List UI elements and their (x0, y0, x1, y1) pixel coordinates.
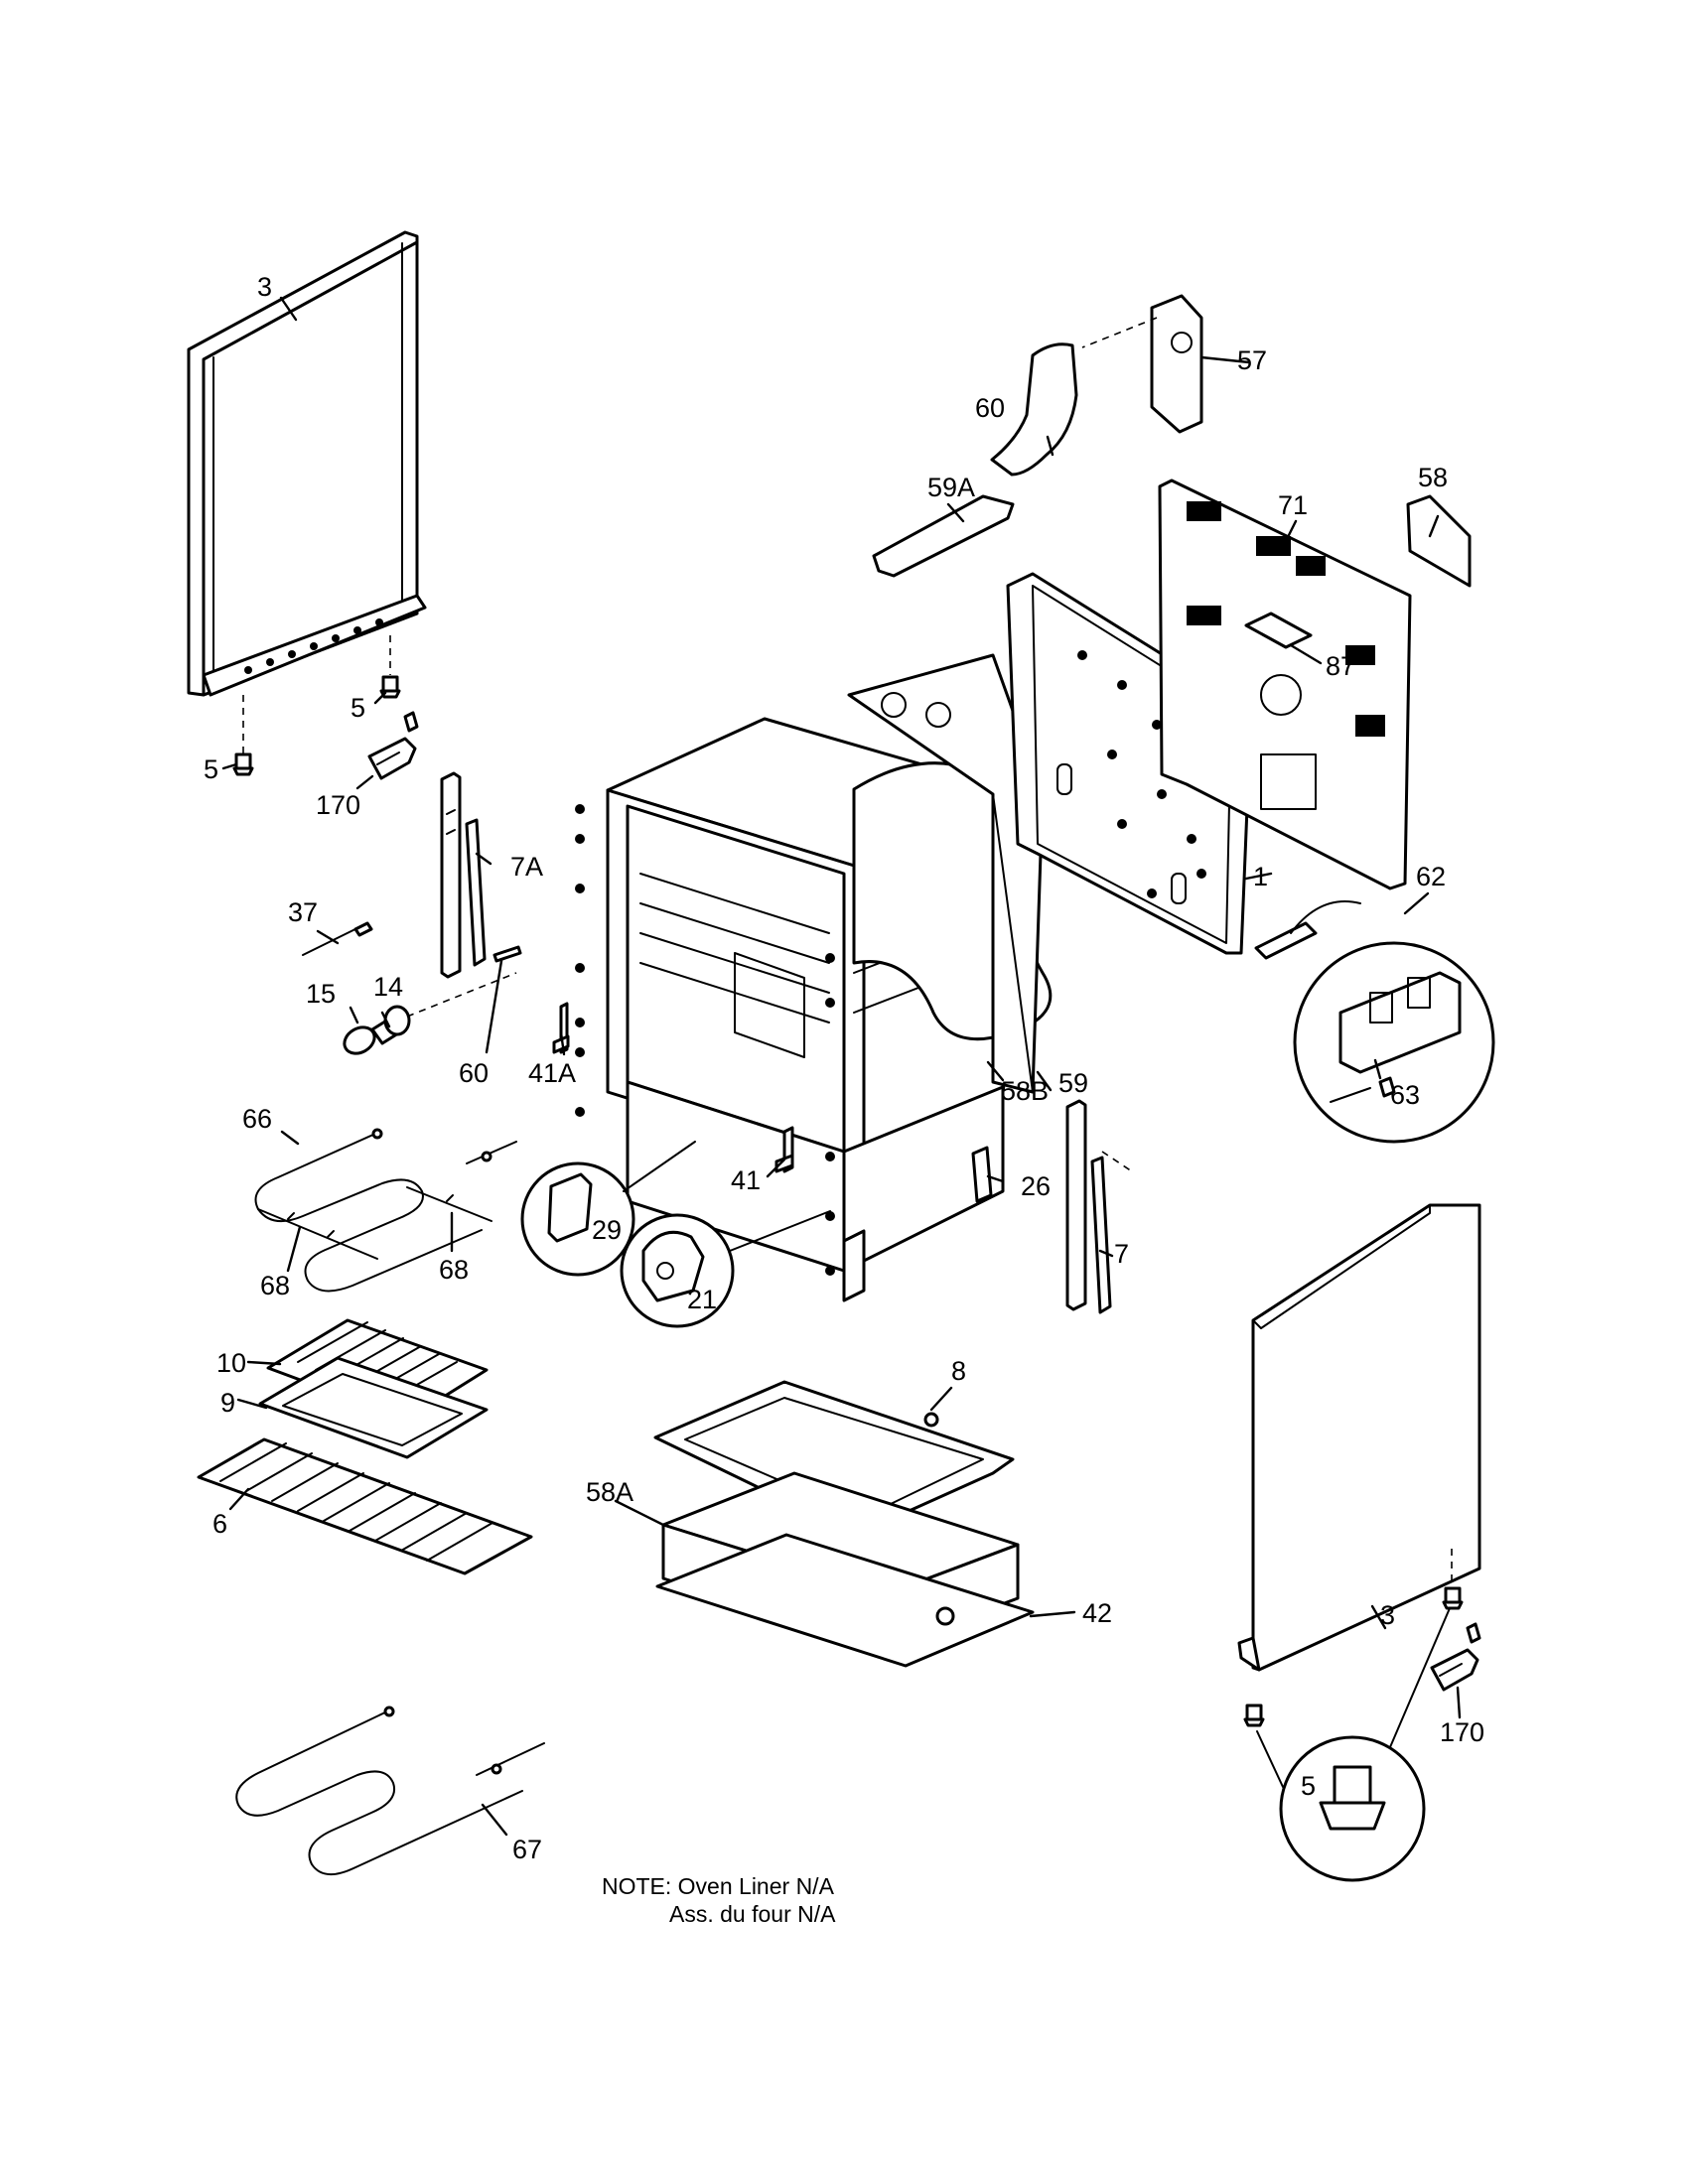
label-8[interactable]: 8 (951, 1356, 966, 1386)
broil-element (254, 1128, 517, 1293)
note: NOTE: Oven Liner N/A Ass. du four N/A (602, 1873, 836, 1927)
leader-lines (221, 296, 1462, 1837)
oven-rack (197, 1437, 533, 1575)
bottom-panel (655, 1533, 1035, 1668)
label-58[interactable]: 58A (586, 1477, 633, 1507)
label-5-callout[interactable]: 5 (1301, 1771, 1316, 1801)
label-1[interactable]: 1 (1253, 862, 1268, 891)
label-21[interactable]: 21 (687, 1285, 717, 1314)
callout-21 (620, 1210, 831, 1328)
callout-5-leveling-leg (1256, 1607, 1451, 1882)
leveling-screw-right-b (1243, 1704, 1265, 1727)
label-6[interactable]: 6 (212, 1509, 227, 1539)
element-support-68b (406, 1186, 492, 1222)
label-26[interactable]: 26 (1021, 1171, 1051, 1201)
label-63[interactable]: 63 (1390, 1080, 1420, 1110)
label-41[interactable]: 41 (731, 1165, 761, 1195)
terminal-block-62 (1254, 900, 1495, 1144)
note-line-2: Ass. du four N/A (669, 1901, 836, 1927)
oven-lamp (343, 972, 517, 1055)
side-panel-right (1237, 1203, 1481, 1672)
label-66[interactable]: 66 (242, 1104, 272, 1134)
anti-tip-bracket-left (367, 711, 419, 780)
note-line-1: NOTE: Oven Liner N/A (602, 1873, 835, 1899)
door-hinge-left (440, 771, 487, 979)
label-170-right[interactable]: 170 (1440, 1717, 1484, 1747)
bracket-clip-60 (492, 945, 522, 963)
label-37[interactable]: 37 (288, 897, 318, 927)
label-170-left[interactable]: 170 (316, 790, 360, 820)
label-7a[interactable]: 7A (510, 852, 543, 882)
label-5-left-a[interactable]: 5 (351, 693, 365, 723)
label-10[interactable]: 10 (216, 1348, 246, 1378)
vent-duct-59a (990, 342, 1078, 477)
label-5-left-b[interactable]: 5 (204, 754, 218, 784)
element-support-68a (257, 1208, 378, 1260)
callout-29 (520, 1141, 696, 1277)
label-62[interactable]: 62 (1416, 862, 1446, 891)
label-59a[interactable]: 60 (975, 393, 1005, 423)
cover-plate-57 (1406, 494, 1472, 588)
label-67[interactable]: 67 (512, 1835, 542, 1864)
label-58a[interactable]: 58B (1001, 1076, 1049, 1106)
part-labels: 3 5 5 170 7A 37 15 14 60 41A 58B 59 41 2… (204, 272, 1484, 1864)
label-14[interactable]: 14 (373, 972, 403, 1002)
broil-pan (258, 1356, 489, 1459)
label-42[interactable]: 42 (1082, 1598, 1112, 1628)
label-45[interactable]: 57 (1237, 345, 1267, 375)
label-3-right[interactable]: 3 (1380, 1600, 1395, 1630)
label-71[interactable]: 71 (1278, 490, 1308, 520)
label-9[interactable]: 9 (220, 1388, 235, 1418)
label-87[interactable]: 87 (1326, 651, 1355, 681)
bracket-clip-26 (971, 1146, 993, 1203)
label-15[interactable]: 15 (306, 979, 336, 1009)
label-60[interactable]: 60 (459, 1058, 489, 1088)
label-29[interactable]: 29 (592, 1215, 622, 1245)
label-68-left[interactable]: 68 (260, 1271, 290, 1300)
door-hinge-right (1065, 1099, 1133, 1314)
vent-box-45 (1081, 294, 1203, 434)
terminal-screw-63 (1330, 1076, 1396, 1103)
label-7[interactable]: 7 (1114, 1239, 1129, 1269)
label-41a[interactable]: 41A (528, 1058, 576, 1088)
oven-body (575, 653, 1053, 1302)
oven-sensor (302, 921, 373, 956)
vent-duct-59 (872, 494, 1015, 578)
anti-tip-bracket-right (1430, 1622, 1481, 1692)
bake-element (235, 1706, 545, 1875)
rear-panel-71 (1158, 478, 1412, 890)
leveling-screw-right-a (1442, 1586, 1464, 1610)
label-59[interactable]: 59A (927, 473, 975, 502)
bracket-clip-41a (552, 1002, 570, 1054)
side-panel-left (187, 230, 427, 754)
label-3-left[interactable]: 3 (257, 272, 272, 302)
label-58b[interactable]: 59 (1058, 1068, 1088, 1098)
label-57[interactable]: 58 (1418, 463, 1448, 492)
label-68-right[interactable]: 68 (439, 1255, 469, 1285)
